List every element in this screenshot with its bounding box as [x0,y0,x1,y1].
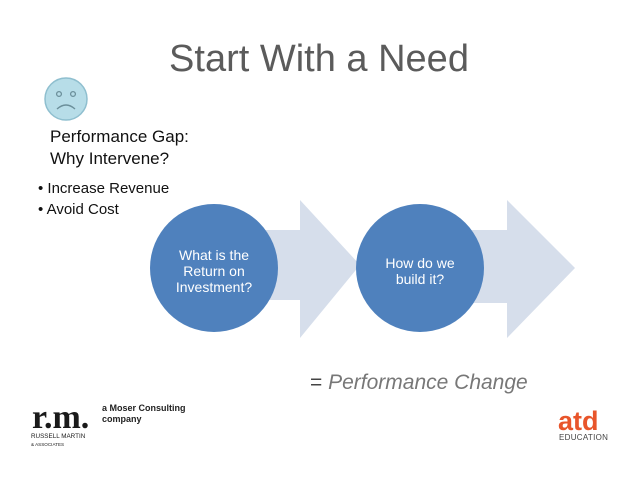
svg-text:atd: atd [558,406,599,436]
svg-text:& ASSOCIATES: & ASSOCIATES [31,442,64,447]
svg-text:RUSSELL MARTIN: RUSSELL MARTIN [31,433,86,440]
gap-line-2: Why Intervene? [50,149,170,168]
atd-education-label: EDUCATION [559,433,609,442]
gap-line-1: Performance Gap: [50,127,189,146]
svg-text:r.m.: r.m. [32,399,89,436]
slide-title: Start With a Need [169,38,469,80]
atd-logo: atd [558,406,599,436]
equals-sign: = [310,371,323,394]
moser-consulting-text: a Moser Consulting company [102,403,186,425]
moser-line-2: company [102,414,142,424]
circle-build-label: How do we build it? [370,255,470,287]
circle-roi [150,204,278,332]
performance-change: = Performance Change [310,371,528,395]
bullet-item: Increase Revenue [38,178,169,199]
sad-face-icon [44,77,88,121]
circle-roi-line: What is the [178,247,250,263]
moser-line-1: a Moser Consulting [102,403,186,413]
circle-roi-line: Return on [183,263,245,279]
circle-build-line: How do we [385,255,455,271]
performance-gap-text: Performance Gap: Why Intervene? [50,126,189,170]
bullet-list: Increase Revenue Avoid Cost [38,178,170,220]
circle-build-line: build it? [395,271,445,287]
bullet-item: Avoid Cost [38,199,169,220]
russell-martin-logo: r.m. RUSSELL MARTIN & ASSOCIATES [30,398,102,447]
performance-change-text: Performance Change [328,371,528,394]
circle-build [356,204,484,332]
circle-roi-line: Investment? [175,279,253,295]
circle-roi-label: What is the Return on Investment? [164,247,264,295]
